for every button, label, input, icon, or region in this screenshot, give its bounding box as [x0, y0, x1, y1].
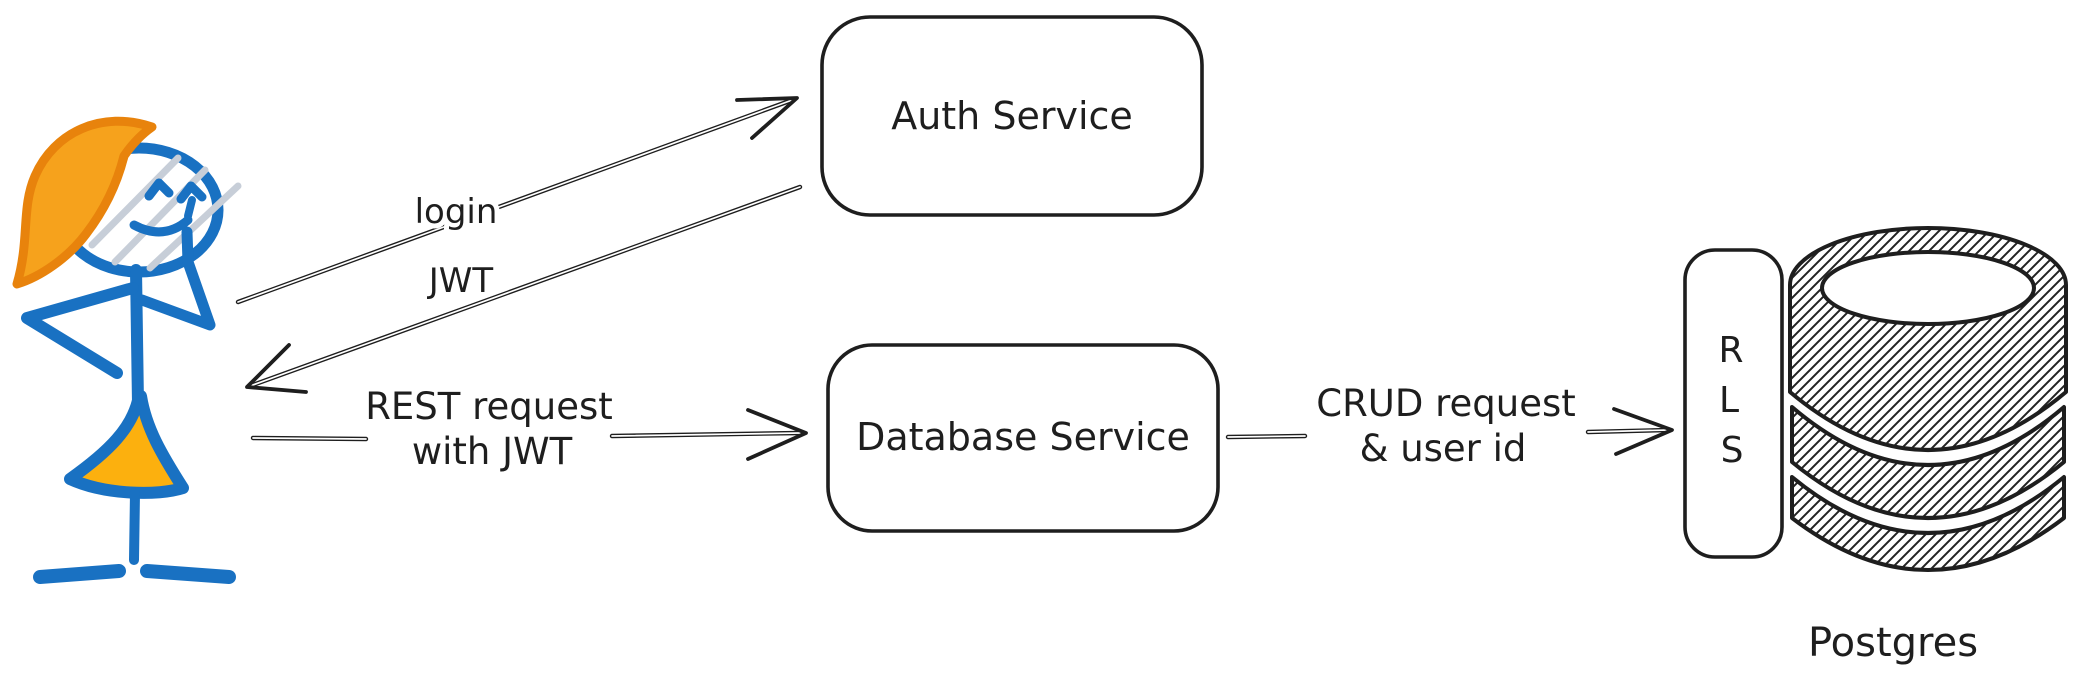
database-service-node: Database Service: [826, 343, 1220, 533]
postgres-database-node: Postgres: [1788, 226, 2068, 666]
crud-arrow-tail-core: [1227, 435, 1306, 438]
stick-figure-user: [12, 116, 242, 584]
edge-crud-label-line2: & user id: [1360, 427, 1527, 470]
rls-letter-l: L: [1719, 380, 1739, 421]
rls-letter-r: R: [1718, 330, 1743, 371]
edge-rest-request: REST request with JWT: [250, 385, 808, 473]
postgres-label: Postgres: [1808, 620, 1978, 666]
crud-arrow-line-core: [1587, 429, 1669, 433]
auth-service-box: [820, 15, 1204, 217]
user-foot-right: [140, 564, 236, 584]
edge-login: login: [235, 96, 799, 305]
edge-jwt: JWT: [245, 184, 803, 394]
edge-crud-label-line1: CRUD request: [1316, 382, 1576, 425]
edge-login-label: login: [415, 192, 498, 232]
user-leg: [129, 488, 140, 565]
edge-rest-label-line2: with JWT: [412, 430, 573, 473]
face-hatch-line: [146, 182, 242, 272]
user-eye-right: [176, 181, 207, 204]
user-eye-left: [144, 178, 174, 201]
crud-arrowhead: [1612, 407, 1674, 456]
rest-arrow-tail-core: [252, 437, 367, 440]
database-cylinder-bottom-band: [1790, 475, 2066, 572]
user-smile: [129, 215, 193, 237]
user-arm-right: [136, 226, 216, 331]
edge-crud-request: CRUD request & user id: [1225, 382, 1674, 470]
user-finger-tick: [184, 196, 196, 220]
edge-rest-label-line1: REST request: [365, 385, 613, 428]
login-arrowhead: [735, 96, 799, 140]
jwt-arrow-line-core: [249, 186, 801, 387]
edge-jwt-label: JWT: [427, 261, 494, 301]
auth-service-node: Auth Service: [820, 15, 1204, 217]
database-cylinder-middle-band: [1790, 405, 2066, 520]
rls-box: [1683, 248, 1784, 559]
rest-arrowhead: [746, 408, 808, 461]
rest-arrow-line-core: [611, 432, 801, 437]
auth-service-label: Auth Service: [891, 94, 1133, 138]
rls-gate-node: R L S: [1683, 248, 1784, 559]
user-arm-left: [21, 282, 139, 379]
login-arrow-line-core: [237, 98, 796, 303]
user-foot-left: [33, 564, 126, 584]
database-service-box: [826, 343, 1220, 533]
user-hair: [12, 116, 157, 289]
user-dress: [64, 390, 189, 499]
jwt-arrowhead: [245, 343, 308, 394]
rls-letter-s: S: [1721, 430, 1744, 471]
face-hatch-line: [88, 154, 182, 249]
database-service-label: Database Service: [856, 415, 1190, 459]
database-cylinder-opening: [1820, 250, 2036, 326]
